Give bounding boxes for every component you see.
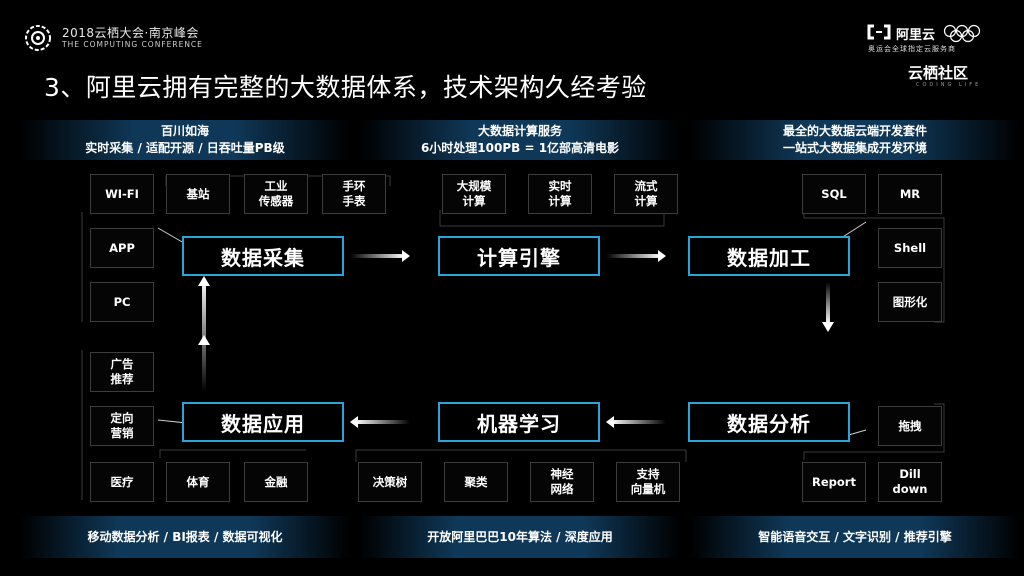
band-process-title: 最全的大数据云端开发套件 [782, 124, 927, 138]
item-sql: SQL [802, 174, 866, 214]
band-compute-desc: 6小时处理100PB = 1亿部高清电影 [420, 141, 620, 155]
item-svm: 支持向量机 [616, 462, 680, 502]
node-data-application: 数据应用 [182, 402, 344, 442]
olympic-rings-icon [939, 24, 984, 44]
item-shell: Shell [878, 228, 942, 268]
item-large-scale: 大规模计算 [442, 174, 506, 214]
node-data-collection: 数据采集 [182, 236, 344, 276]
band-compute-title: 大数据计算服务 [477, 124, 562, 138]
item-ad-recommend: 广告推荐 [90, 352, 154, 392]
item-wristband: 手环手表 [322, 174, 386, 214]
conference-subtitle: THE COMPUTING CONFERENCE [62, 40, 203, 49]
slide-title: 3、阿里云拥有完整的大数据体系，技术架构久经考验 [44, 73, 647, 102]
item-stream: 流式计算 [614, 174, 678, 214]
band-ml-desc: 开放阿里巴巴10年算法 / 深度应用 [427, 529, 613, 544]
band-compute: 大数据计算服务 6小时处理100PB = 1亿部高清电影 [360, 120, 680, 160]
band-collect-desc: 实时采集 / 适配开源 / 日吞吐量PB级 [85, 141, 285, 155]
band-application: 移动数据分析 / BI报表 / 数据可视化 [20, 516, 350, 558]
item-industrial-sensor: 工业传感器 [244, 174, 308, 214]
item-realtime: 实时计算 [528, 174, 592, 214]
aliyun-logo-icon [866, 24, 892, 40]
node-data-analysis: 数据分析 [688, 402, 850, 442]
item-sports: 体育 [166, 462, 230, 502]
band-ml: 开放阿里巴巴10年算法 / 深度应用 [360, 516, 680, 558]
item-graphical: 图形化 [878, 282, 942, 322]
band-application-desc: 移动数据分析 / BI报表 / 数据可视化 [87, 529, 283, 544]
item-wifi: WI-FI [90, 174, 154, 214]
item-targeted-marketing: 定向营销 [90, 406, 154, 446]
community-name: 云栖社区 [908, 64, 969, 82]
node-machine-learning: 机器学习 [438, 402, 600, 442]
band-collect: 百川如海 实时采集 / 适配开源 / 日吞吐量PB级 [20, 120, 350, 160]
item-neural-network: 神经网络 [530, 462, 594, 502]
item-clustering: 聚类 [444, 462, 508, 502]
item-pc: PC [90, 282, 154, 322]
band-analysis-desc: 智能语音交互 / 文字识别 / 推荐引擎 [758, 529, 952, 544]
node-compute-engine: 计算引擎 [438, 236, 600, 276]
item-base-station: 基站 [166, 174, 230, 214]
item-report: Report [802, 462, 866, 502]
item-drag: 拖拽 [878, 406, 942, 446]
band-process: 最全的大数据云端开发套件 一站式大数据集成开发环境 [690, 120, 1020, 160]
band-analysis: 智能语音交互 / 文字识别 / 推荐引擎 [690, 516, 1020, 558]
item-finance: 金融 [244, 462, 308, 502]
node-data-processing: 数据加工 [688, 236, 850, 276]
item-decision-tree: 决策树 [358, 462, 422, 502]
item-app: APP [90, 228, 154, 268]
conference-title: 2018云栖大会·南京峰会 [62, 26, 199, 40]
item-medical: 医疗 [90, 462, 154, 502]
band-process-desc: 一站式大数据集成开发环境 [782, 141, 927, 155]
community-subtitle: CODING LIFE [916, 82, 982, 88]
brand-tagline: 奥运会全球指定云服务商 [868, 45, 956, 53]
band-collect-title: 百川如海 [160, 124, 209, 138]
conference-logo-icon [24, 24, 52, 52]
item-mr: MR [878, 174, 942, 214]
brand-name: 阿里云 [896, 28, 936, 43]
